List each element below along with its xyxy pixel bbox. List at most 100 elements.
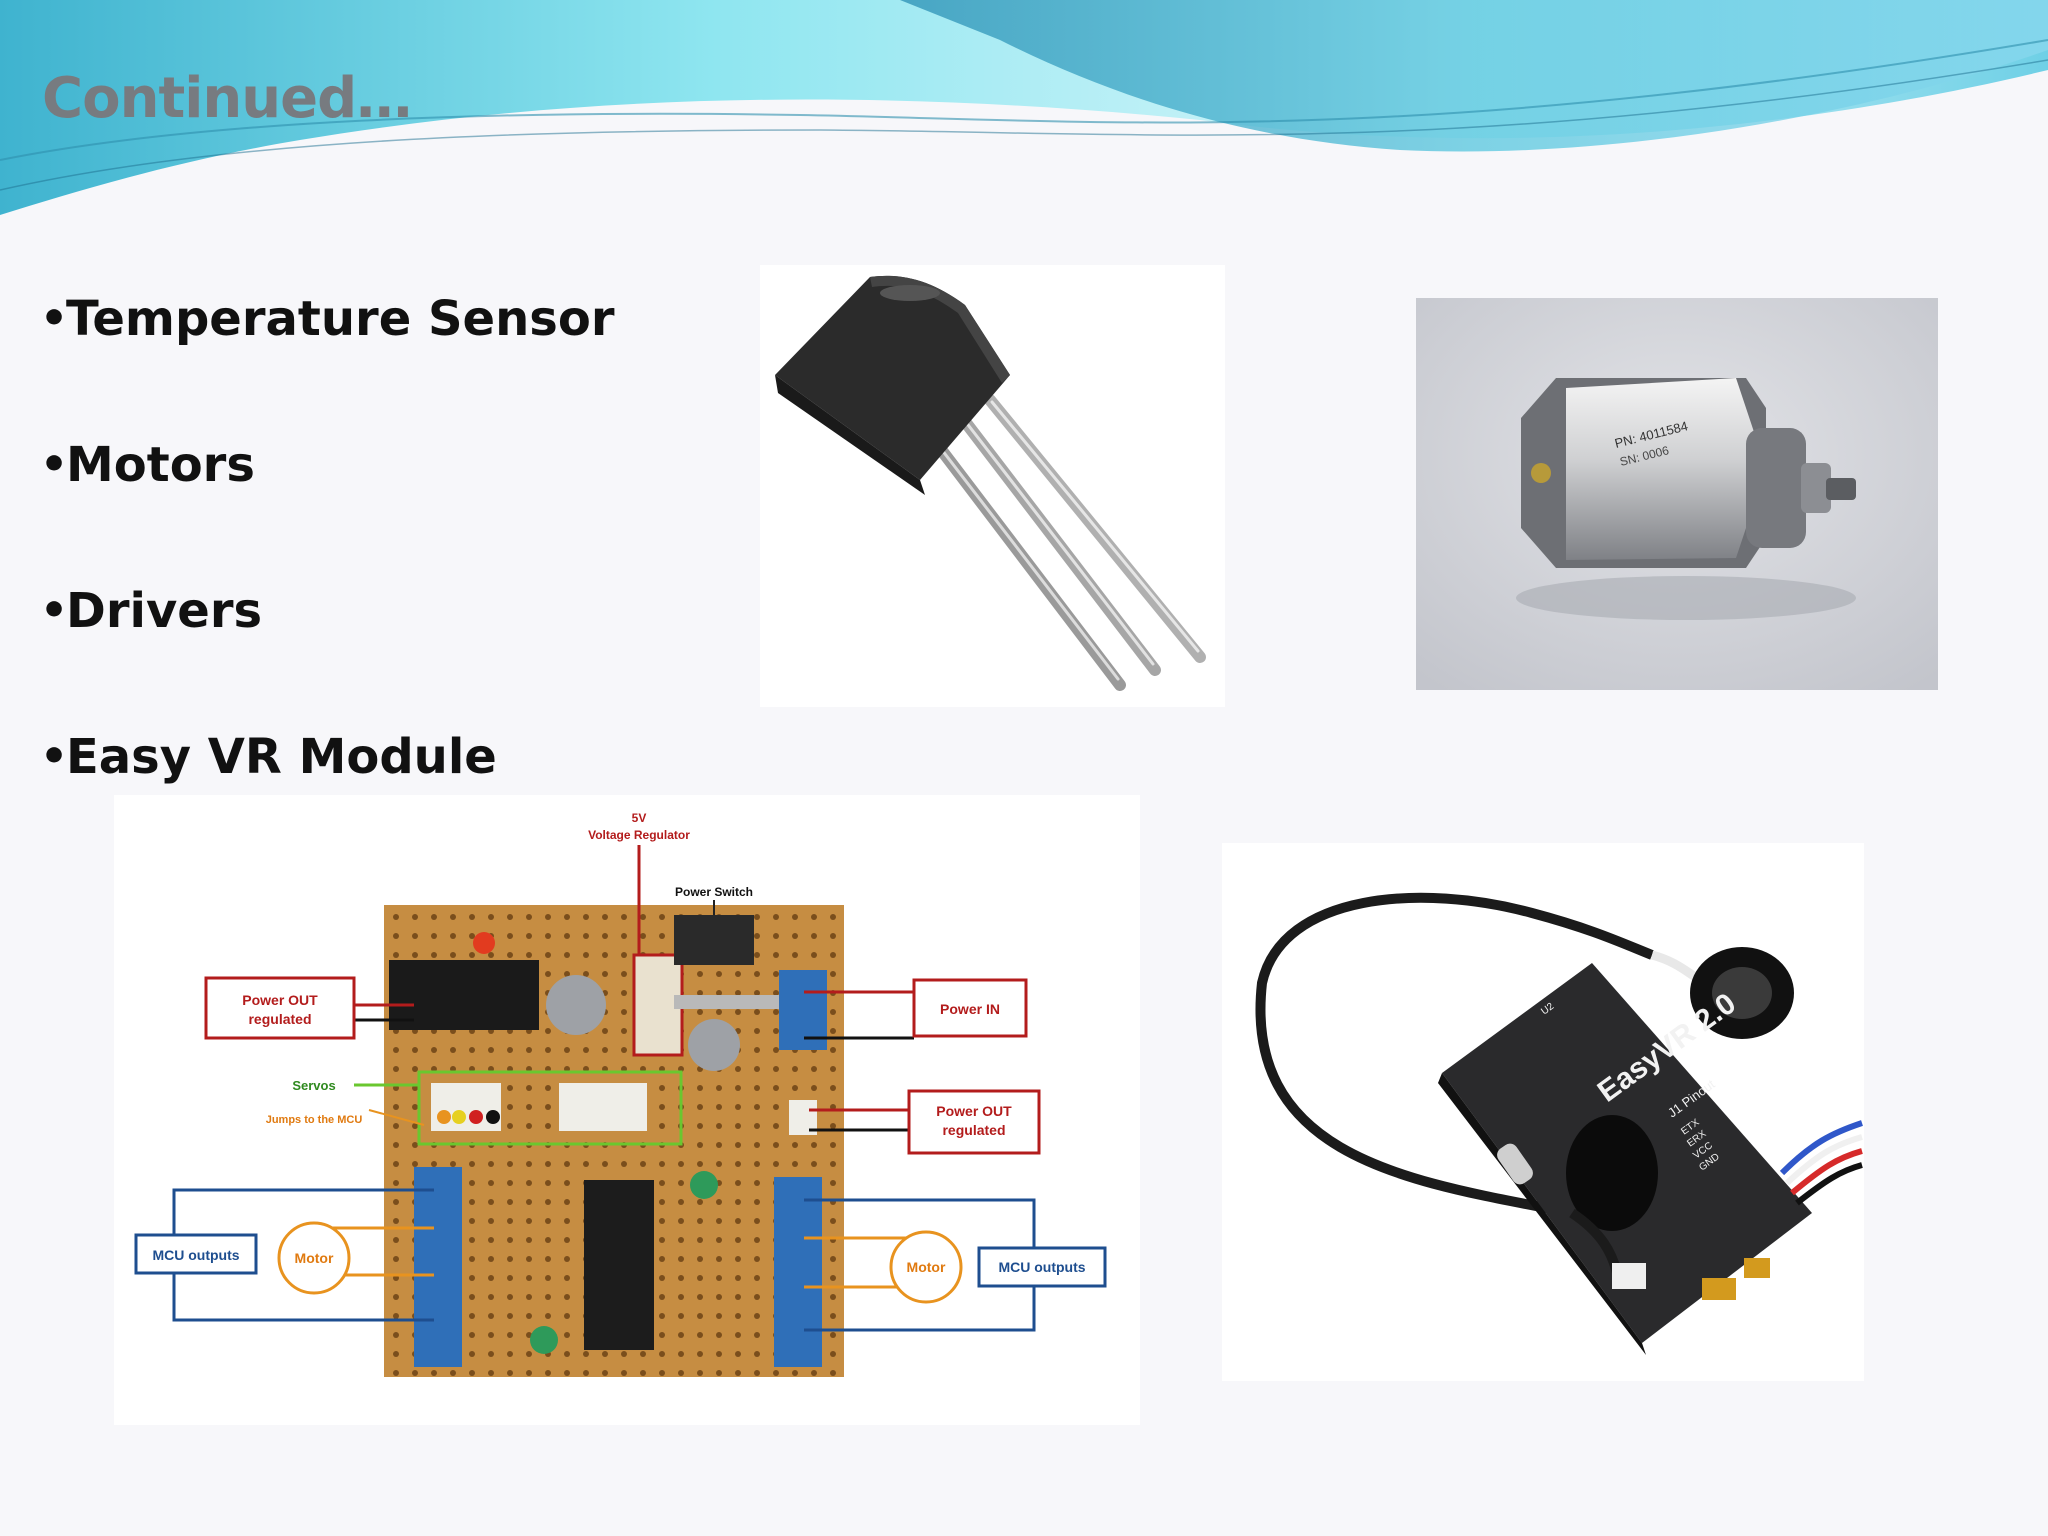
board-hole bbox=[697, 1009, 703, 1015]
board-hole bbox=[469, 1256, 475, 1262]
board-hole bbox=[602, 1370, 608, 1376]
board-hole bbox=[735, 1009, 741, 1015]
board-hole bbox=[507, 1085, 513, 1091]
board-hole bbox=[564, 952, 570, 958]
board-hole bbox=[545, 1085, 551, 1091]
board-hole bbox=[621, 1351, 627, 1357]
label-power-out-right-1: Power OUT bbox=[936, 1103, 1012, 1119]
board-hole bbox=[640, 933, 646, 939]
board-hole bbox=[830, 1294, 836, 1300]
board-hole bbox=[716, 1351, 722, 1357]
board-hole bbox=[488, 1332, 494, 1338]
board-hole bbox=[412, 1066, 418, 1072]
board-hole bbox=[830, 1370, 836, 1376]
board-hole bbox=[697, 1104, 703, 1110]
board-hole bbox=[773, 1123, 779, 1129]
board-hole bbox=[488, 1313, 494, 1319]
board-hole bbox=[450, 1047, 456, 1053]
label-power-out-left-1: Power OUT bbox=[242, 992, 318, 1008]
board-hole bbox=[526, 1237, 532, 1243]
board-hole bbox=[602, 933, 608, 939]
board-hole bbox=[545, 1161, 551, 1167]
board-hole bbox=[678, 1180, 684, 1186]
board-hole bbox=[678, 1256, 684, 1262]
board-hole bbox=[716, 1218, 722, 1224]
board-hole bbox=[488, 1294, 494, 1300]
board-hole bbox=[507, 1351, 513, 1357]
board-hole bbox=[507, 1199, 513, 1205]
board-hole bbox=[526, 1370, 532, 1376]
board-hole bbox=[507, 914, 513, 920]
board-hole bbox=[507, 1104, 513, 1110]
board-hole bbox=[431, 933, 437, 939]
board-hole bbox=[583, 914, 589, 920]
board-hole bbox=[697, 1199, 703, 1205]
board-hole bbox=[754, 1047, 760, 1053]
board-hole bbox=[488, 1275, 494, 1281]
board-hole bbox=[507, 1161, 513, 1167]
board-hole bbox=[830, 952, 836, 958]
board-hole bbox=[602, 914, 608, 920]
board-hole bbox=[469, 1047, 475, 1053]
board-hole bbox=[792, 1142, 798, 1148]
board-hole bbox=[412, 1142, 418, 1148]
bullet-temperature-sensor: • Temperature Sensor bbox=[40, 290, 614, 436]
label-servos: Servos bbox=[292, 1078, 335, 1093]
board-hole bbox=[507, 1275, 513, 1281]
board-hole bbox=[811, 1085, 817, 1091]
board-hole bbox=[431, 914, 437, 920]
board-hole bbox=[488, 1351, 494, 1357]
board-hole bbox=[792, 933, 798, 939]
board-hole bbox=[716, 1332, 722, 1338]
board-hole bbox=[393, 1332, 399, 1338]
board-hole bbox=[735, 1256, 741, 1262]
board-hole bbox=[697, 1237, 703, 1243]
board-hole bbox=[469, 1180, 475, 1186]
board-hole bbox=[678, 1199, 684, 1205]
board-hole bbox=[507, 1332, 513, 1338]
board-hole bbox=[412, 1104, 418, 1110]
board-hole bbox=[754, 971, 760, 977]
board-hole bbox=[754, 1104, 760, 1110]
board-hole bbox=[716, 1085, 722, 1091]
board-hole bbox=[735, 1275, 741, 1281]
board-hole bbox=[754, 1218, 760, 1224]
board-hole bbox=[830, 1218, 836, 1224]
board-hole bbox=[507, 933, 513, 939]
board-hole bbox=[792, 1085, 798, 1091]
board-hole bbox=[545, 1294, 551, 1300]
board-hole bbox=[697, 990, 703, 996]
board-hole bbox=[830, 1161, 836, 1167]
board-hole bbox=[602, 1047, 608, 1053]
board-hole bbox=[735, 1370, 741, 1376]
board-hole bbox=[545, 1237, 551, 1243]
board-hole bbox=[450, 952, 456, 958]
board-hole bbox=[469, 1161, 475, 1167]
board-hole bbox=[469, 1332, 475, 1338]
board-hole bbox=[488, 1047, 494, 1053]
board-hole bbox=[564, 1370, 570, 1376]
board-hole bbox=[564, 1256, 570, 1262]
bullet-label: Motors bbox=[66, 437, 255, 493]
label-voltage-regulator: Voltage Regulator bbox=[588, 828, 690, 842]
board-hole bbox=[830, 1009, 836, 1015]
board-hole bbox=[735, 990, 741, 996]
board-hole bbox=[393, 1142, 399, 1148]
board-hole bbox=[735, 1180, 741, 1186]
board-hole bbox=[469, 1313, 475, 1319]
board-hole bbox=[488, 952, 494, 958]
board-hole bbox=[602, 952, 608, 958]
board-hole bbox=[811, 1066, 817, 1072]
label-mcu-outputs-left: MCU outputs bbox=[152, 1247, 239, 1263]
board-hole bbox=[564, 1313, 570, 1319]
board-hole bbox=[735, 1123, 741, 1129]
board-hole bbox=[583, 1370, 589, 1376]
board-hole bbox=[659, 1199, 665, 1205]
board-hole bbox=[678, 1370, 684, 1376]
label-power-out-left-2: regulated bbox=[248, 1011, 311, 1027]
board-hole bbox=[469, 1275, 475, 1281]
board-hole bbox=[735, 1199, 741, 1205]
board-hole bbox=[621, 1161, 627, 1167]
board-hole bbox=[469, 1218, 475, 1224]
board-hole bbox=[754, 952, 760, 958]
